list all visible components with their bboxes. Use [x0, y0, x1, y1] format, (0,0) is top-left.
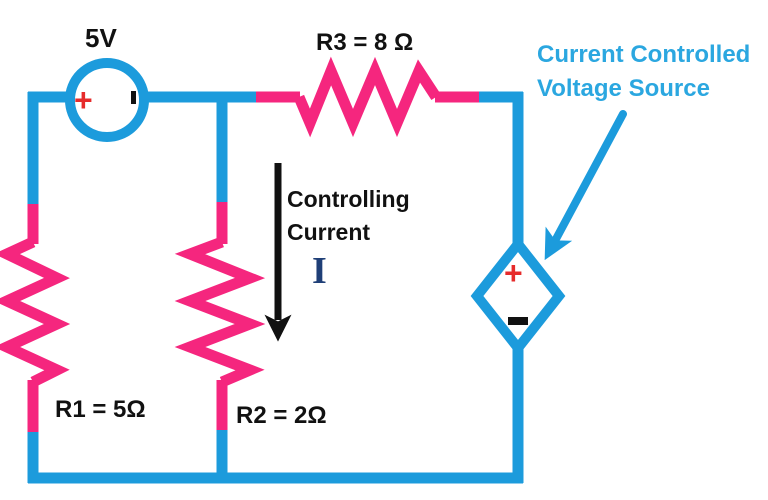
- ccvs-diamond: [470, 235, 566, 357]
- resistor-r3-zigzag: [293, 56, 441, 138]
- ccvs-pointer-arrow-icon: [544, 110, 627, 261]
- controlling-current-label-line1: Controlling: [287, 186, 410, 212]
- ccvs-minus-mark: [508, 317, 528, 325]
- ccvs-label-line1: Current Controlled: [537, 41, 751, 68]
- voltage-source-minus-mark: [131, 91, 136, 104]
- current-symbol: I: [312, 250, 327, 292]
- resistor-r2-zigzag: [174, 236, 266, 388]
- voltage-source-circle: [65, 58, 149, 142]
- ccvs-label-line2: Voltage Source: [537, 75, 710, 102]
- resistor-r1-zigzag: [0, 237, 71, 387]
- ccvs-plus-mark: +: [504, 255, 523, 291]
- resistor-r2-label: R2 = 2Ω: [236, 402, 327, 429]
- resistor-r1-label: R1 = 5Ω: [55, 396, 146, 423]
- voltage-source-plus-mark: +: [74, 82, 93, 118]
- voltage-source-label: 5V: [85, 23, 117, 53]
- controlling-current-label-line2: Current: [287, 219, 371, 245]
- resistor-r3-label: R3 = 8 Ω: [316, 29, 414, 56]
